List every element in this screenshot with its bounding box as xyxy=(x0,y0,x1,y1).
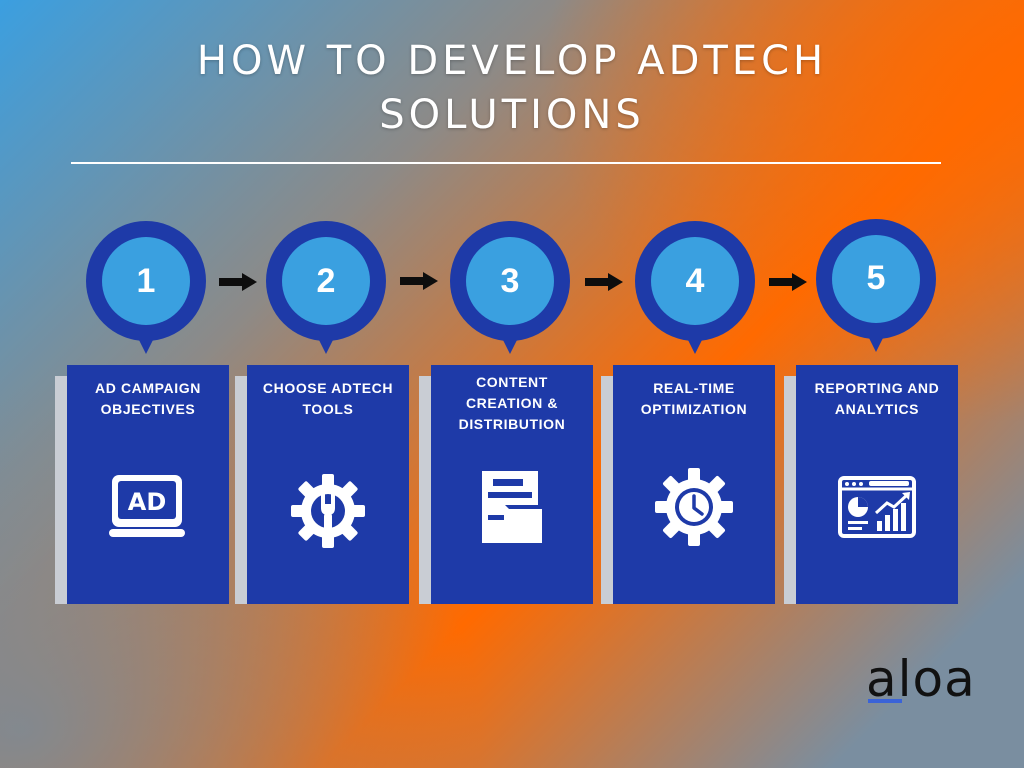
step-card-3: CONTENT CREATION & DISTRIBUTION xyxy=(431,365,593,604)
step-1-label: AD CAMPAIGN OBJECTIVES xyxy=(95,380,201,417)
step-4-pin xyxy=(635,221,755,354)
step-4-label: REAL-TIME OPTIMIZATION xyxy=(640,380,748,417)
title-line-2: SOLUTIONS xyxy=(379,92,645,138)
step-1-pin xyxy=(86,221,206,354)
card-2-shadow xyxy=(235,376,247,604)
ad-monitor-icon: AD xyxy=(109,475,185,537)
step-4-number: 4 xyxy=(685,262,705,300)
step-2-number: 2 xyxy=(316,262,336,300)
card-4-shadow xyxy=(601,376,613,604)
step-5-label: REPORTING AND ANALYTICS xyxy=(814,380,940,417)
step-5-pin xyxy=(816,219,936,352)
logo-underline xyxy=(868,699,902,703)
card-5-shadow xyxy=(784,376,796,604)
aloa-logo: aloa xyxy=(866,650,976,708)
step-3-pin xyxy=(450,221,570,354)
wrench-gear-icon xyxy=(291,474,365,548)
title-divider xyxy=(71,162,941,164)
page-title: HOW TO DEVELOP ADTECH SOLUTIONS xyxy=(0,34,1024,142)
step-2-label: CHOOSE ADTECH TOOLS xyxy=(262,380,394,417)
step-3-number: 3 xyxy=(500,262,520,300)
folder-documents-icon xyxy=(482,471,542,543)
arrow-4-to-5 xyxy=(769,273,807,291)
step-card-2: CHOOSE ADTECH TOOLS xyxy=(247,365,409,604)
step-card-4: REAL-TIME OPTIMIZATION xyxy=(613,365,775,604)
card-1-shadow xyxy=(55,376,67,604)
step-card-1: AD CAMPAIGN OBJECTIVES AD xyxy=(67,365,229,604)
card-3-shadow xyxy=(419,376,431,604)
analytics-dashboard-icon xyxy=(838,476,916,538)
step-2-pin xyxy=(266,221,386,354)
step-3-label: CONTENT CREATION & DISTRIBUTION xyxy=(458,374,566,432)
ad-icon-text: AD xyxy=(128,488,167,516)
step-card-5: REPORTING AND ANALYTICS xyxy=(796,365,958,604)
arrow-3-to-4 xyxy=(585,273,623,291)
arrow-1-to-2 xyxy=(219,273,257,291)
step-5-number: 5 xyxy=(866,259,886,297)
gear-clock-icon xyxy=(655,468,733,546)
step-1-number: 1 xyxy=(136,262,156,300)
arrow-2-to-3 xyxy=(400,272,438,290)
title-line-1: HOW TO DEVELOP ADTECH xyxy=(196,38,828,84)
